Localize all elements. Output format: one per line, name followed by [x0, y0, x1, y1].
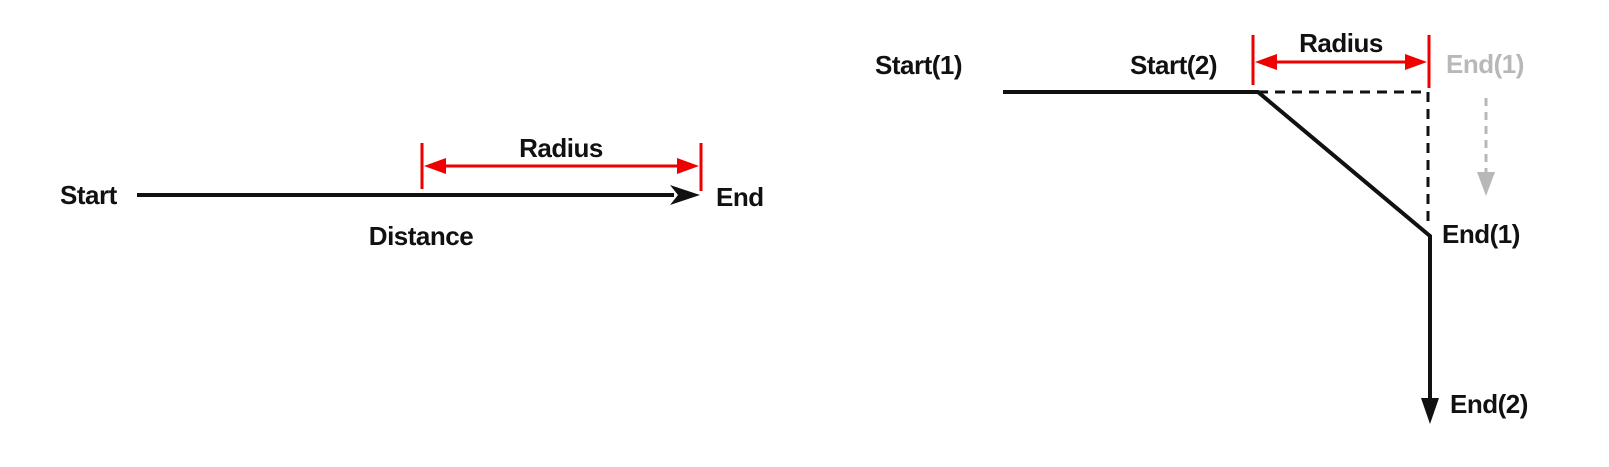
end1-ghost-label: End(1): [1446, 49, 1524, 79]
end2-label: End(2): [1450, 389, 1528, 419]
start2-label: Start(2): [1130, 50, 1218, 80]
start1-label: Start(1): [875, 50, 963, 80]
radius2-measure-arrowhead-right: [1405, 54, 1427, 70]
radius2-label: Radius: [1299, 28, 1383, 58]
start-label: Start: [60, 180, 117, 210]
end-label: End: [716, 182, 764, 212]
rerouted-path-line: [1003, 90, 1432, 402]
radius-label: Radius: [519, 133, 603, 163]
right-figure-strokes: [1003, 35, 1495, 424]
radius-measure-arrowhead-right: [677, 158, 699, 174]
distance-arrowhead: [670, 185, 700, 205]
ghost-end1-dashed-arrowhead: [1477, 172, 1495, 196]
distance-label: Distance: [368, 221, 474, 251]
radius2-measure-arrowhead-left: [1255, 54, 1277, 70]
left-figure-strokes: [137, 143, 703, 205]
end1-label: End(1): [1442, 219, 1520, 249]
radius-measure-arrowhead-left: [424, 158, 446, 174]
rerouted-path-arrowhead: [1421, 398, 1439, 424]
